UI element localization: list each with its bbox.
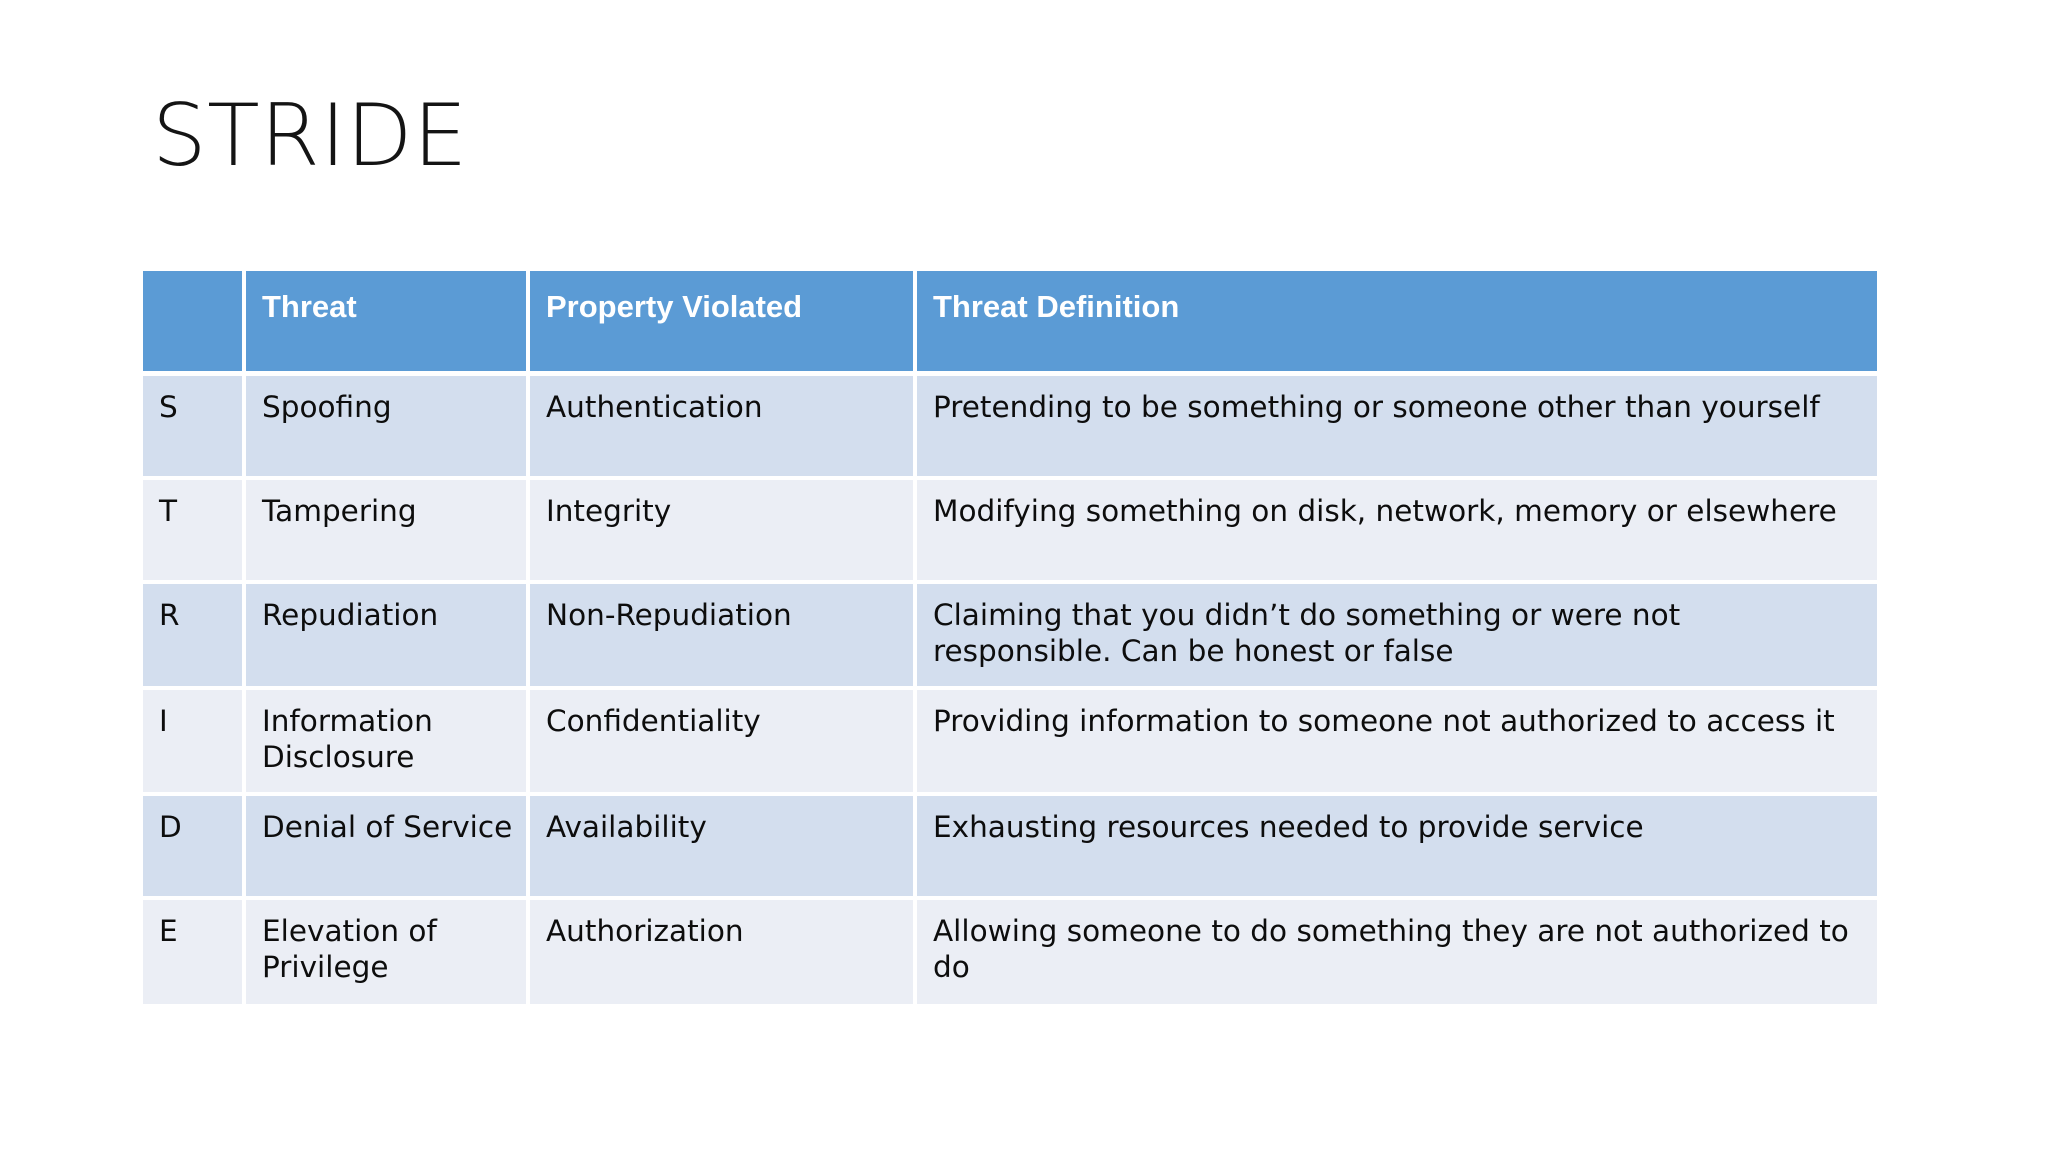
table-row: E Elevation of Privilege Authorization A… (143, 899, 1877, 1004)
cell-threat: Tampering (246, 480, 530, 584)
table-row: S Spoofing Authentication Pretending to … (143, 376, 1877, 480)
table-header-row: Threat Property Violated Threat Definiti… (143, 271, 1877, 376)
stride-threat-table: Threat Property Violated Threat Definiti… (143, 271, 1877, 1004)
cell-property: Confidentiality (530, 689, 917, 796)
cell-letter: R (143, 584, 246, 690)
table-row: T Tampering Integrity Modifying somethin… (143, 480, 1877, 584)
cell-letter: I (143, 689, 246, 796)
cell-definition: Claiming that you didn’t do something or… (917, 584, 1877, 690)
page-title: STRIDE (152, 86, 468, 186)
column-header-property-violated: Property Violated (530, 271, 917, 376)
cell-threat: Elevation of Privilege (246, 899, 530, 1004)
column-header-threat: Threat (246, 271, 530, 376)
table-row: I Information Disclosure Confidentiality… (143, 689, 1877, 796)
cell-definition: Pretending to be something or someone ot… (917, 376, 1877, 480)
cell-letter: S (143, 376, 246, 480)
cell-definition: Providing information to someone not aut… (917, 689, 1877, 796)
cell-definition: Allowing someone to do something they ar… (917, 899, 1877, 1004)
cell-property: Authentication (530, 376, 917, 480)
cell-threat: Denial of Service (246, 795, 530, 900)
table-header: Threat Property Violated Threat Definiti… (143, 271, 1877, 376)
cell-definition: Modifying something on disk, network, me… (917, 480, 1877, 584)
cell-property: Authorization (530, 899, 917, 1004)
table-row: D Denial of Service Availability Exhaust… (143, 795, 1877, 900)
cell-property: Availability (530, 795, 917, 900)
column-header-threat-definition: Threat Definition (917, 271, 1877, 376)
cell-threat: Spoofing (246, 376, 530, 480)
cell-property: Integrity (530, 480, 917, 584)
table-row: R Repudiation Non-Repudiation Claiming t… (143, 584, 1877, 690)
cell-definition: Exhausting resources needed to provide s… (917, 795, 1877, 900)
cell-property: Non-Repudiation (530, 584, 917, 690)
column-header-letter (143, 271, 246, 376)
cell-threat: Information Disclosure (246, 689, 530, 796)
cell-letter: E (143, 899, 246, 1004)
table-body: S Spoofing Authentication Pretending to … (143, 376, 1877, 1004)
cell-threat: Repudiation (246, 584, 530, 690)
cell-letter: T (143, 480, 246, 584)
cell-letter: D (143, 795, 246, 900)
